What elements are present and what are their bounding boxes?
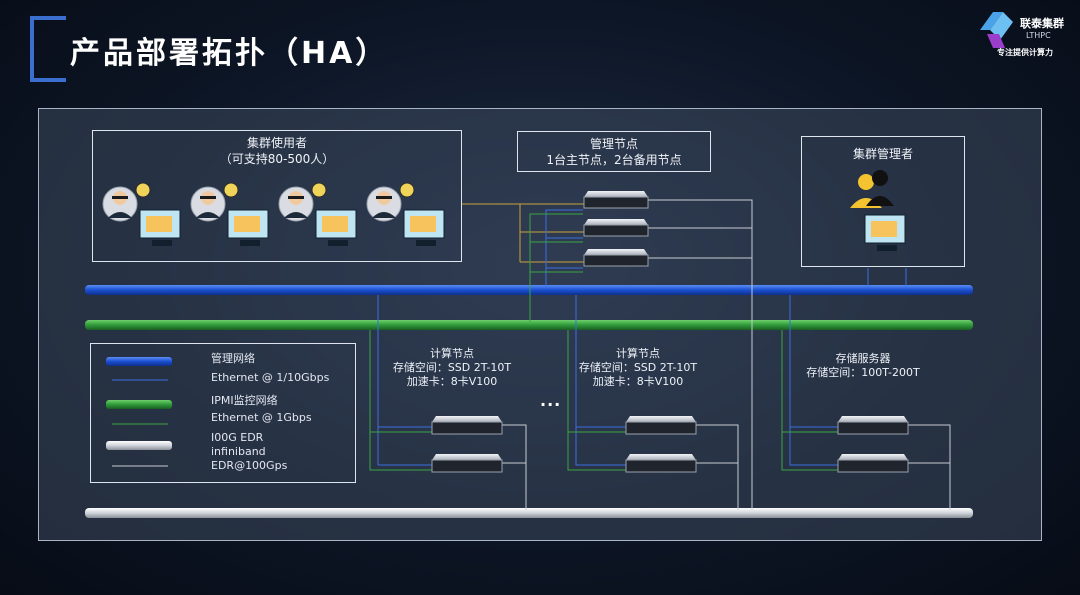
users-box: 集群使用者 （可支持80-500人） [92, 130, 462, 262]
storage-node-title: 存储服务器 [835, 352, 891, 365]
compute-node-1-accel: 加速卡：8卡V100 [406, 375, 498, 388]
users-subtitle: （可支持80-500人） [219, 152, 335, 166]
monitor-icon [864, 214, 906, 251]
compute-node-2-label: 计算节点 存储空间：SSD 2T-10T 加速卡：8卡V100 [578, 347, 698, 389]
legend-ib-detail2: EDR@100Gps [211, 459, 288, 472]
engineer-icon [366, 182, 415, 222]
logo-slogan: 专注提供计算力 [997, 48, 1053, 57]
legend-ipmi-detail: Ethernet @ 1Gbps [211, 411, 312, 424]
admin-box: 集群管理者 [801, 136, 965, 267]
legend-ib-swatch [106, 441, 172, 450]
monitor-icon [403, 209, 445, 246]
storage-node-storage: 存储空间：100T-200T [806, 366, 920, 379]
monitor-icon [227, 209, 269, 246]
legend-mgmt-detail: Ethernet @ 1/10Gbps [211, 371, 330, 384]
ipmi-network-bus [85, 320, 973, 330]
legend-ipmi-swatch [106, 400, 172, 409]
page-title: 产品部署拓扑（HA） [70, 36, 389, 71]
compute-node-2-title: 计算节点 [616, 347, 660, 360]
compute-node-2-accel: 加速卡：8卡V100 [592, 375, 684, 388]
monitor-icon [139, 209, 181, 246]
engineer-icon [102, 182, 151, 222]
mgmt-server-2 [583, 219, 649, 237]
admin-title: 集群管理者 [852, 147, 913, 161]
legend-mgmt-name: 管理网络 [211, 352, 255, 365]
monitor-icon [315, 209, 357, 246]
legend-ib-name: I00G EDR [211, 431, 264, 444]
compute2-server-2 [625, 454, 697, 473]
legend-ib-detail: infiniband [211, 445, 266, 458]
storage-server-2 [837, 454, 909, 473]
mgmt-server-3 [583, 249, 649, 267]
compute-node-2-storage: 存储空间：SSD 2T-10T [578, 361, 698, 374]
legend-ipmi-name: IPMI监控网络 [211, 394, 278, 407]
logo-name: 联泰集群 [1020, 17, 1064, 30]
legend-mgmt-swatch [106, 357, 172, 366]
storage-node-label: 存储服务器 存储空间：100T-200T [800, 352, 926, 380]
mgmt-node-box: 管理节点 1台主节点，2台备用节点 [517, 131, 711, 172]
storage-server-1 [837, 416, 909, 435]
compute2-server-1 [625, 416, 697, 435]
mgmt-server-1 [583, 191, 649, 209]
logo-subtitle: LTHPC [1026, 31, 1051, 40]
infiniband-bus [85, 508, 973, 518]
compute-node-1-title: 计算节点 [430, 347, 474, 360]
mgmt-title: 管理节点 [589, 137, 638, 151]
compute1-server-2 [431, 454, 503, 473]
logo-icon [980, 12, 1013, 48]
compute-node-1-label: 计算节点 存储空间：SSD 2T-10T 加速卡：8卡V100 [392, 347, 512, 389]
admin-group-icon [850, 170, 894, 208]
more-nodes-ellipsis: ... [540, 391, 562, 410]
mgmt-subtitle: 1台主节点，2台备用节点 [546, 153, 682, 167]
legend-box [90, 343, 356, 483]
engineer-icon [278, 182, 327, 222]
compute-node-1-storage: 存储空间：SSD 2T-10T [392, 361, 512, 374]
users-title: 集群使用者 [246, 136, 307, 150]
mgmt-network-bus [85, 285, 973, 295]
title-bracket [30, 16, 66, 82]
compute1-server-1 [431, 416, 503, 435]
engineer-icon [190, 182, 239, 222]
